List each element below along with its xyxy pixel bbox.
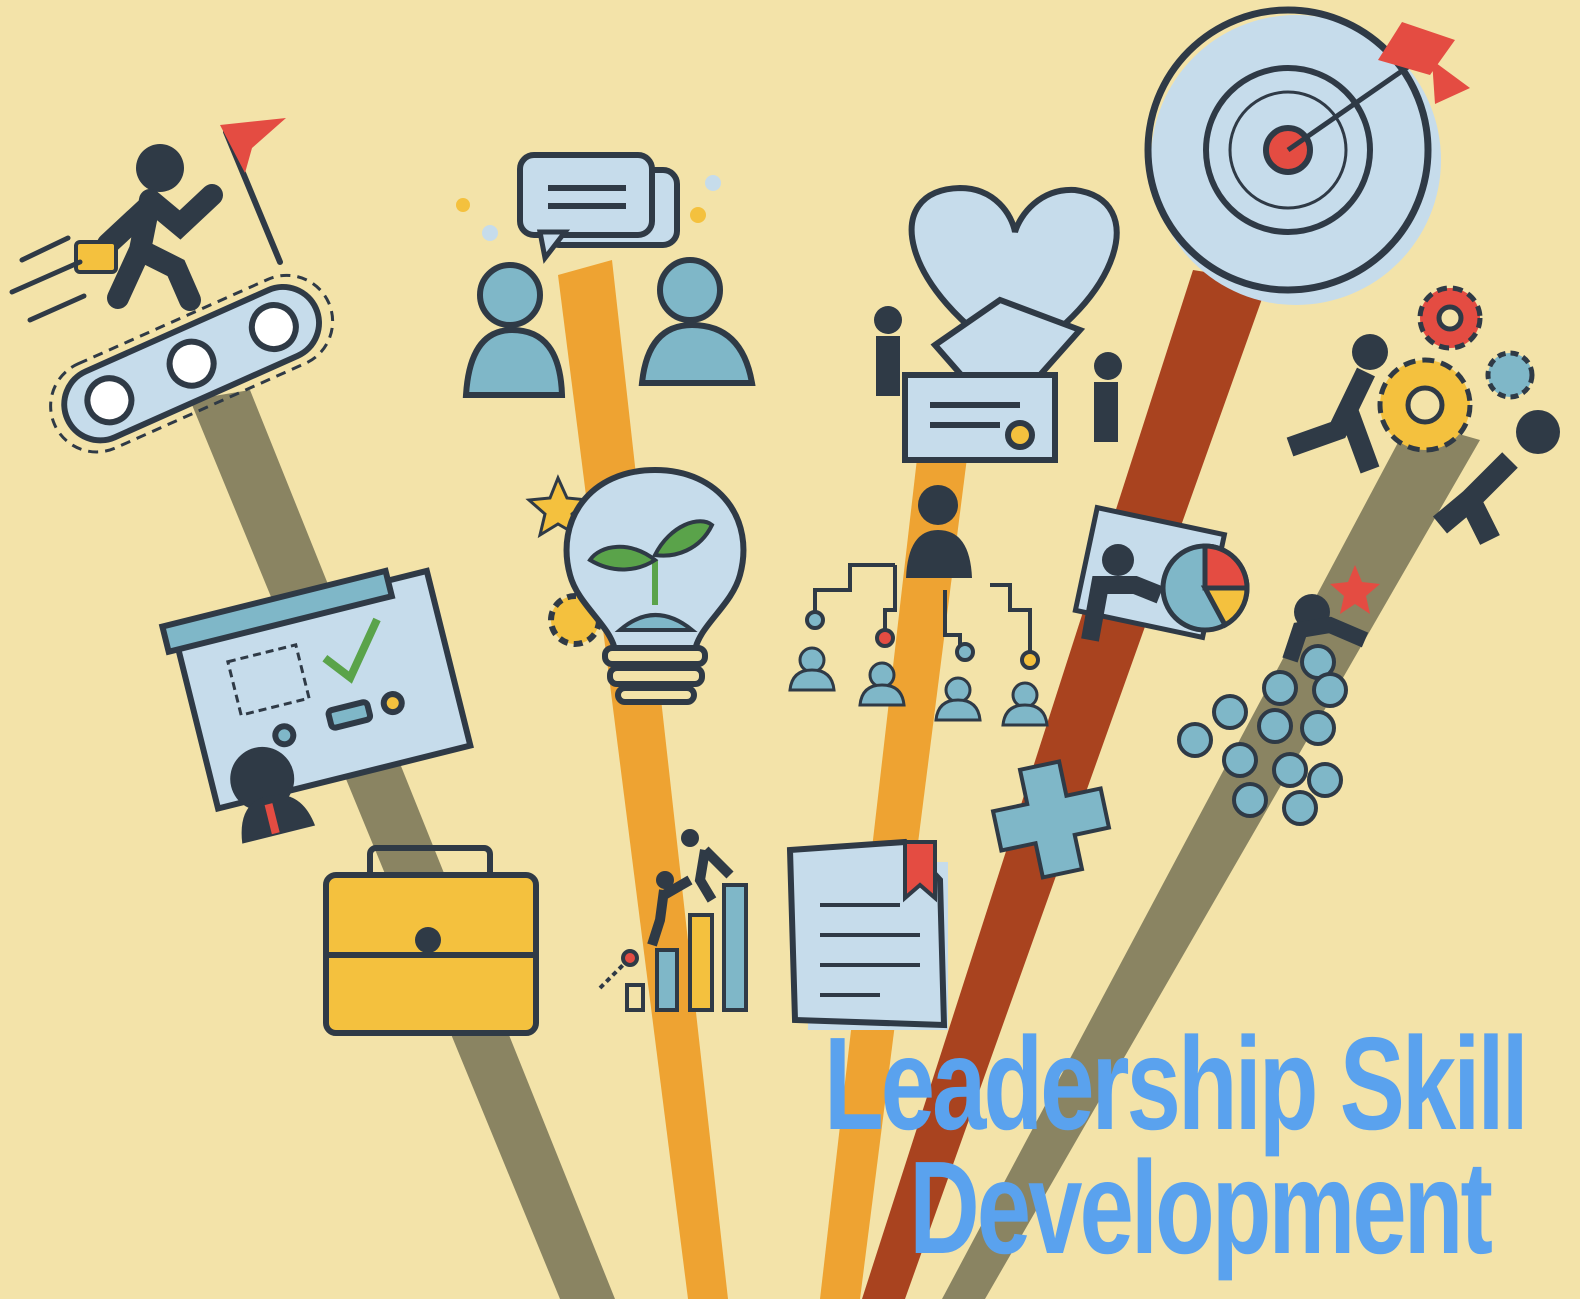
speech-bubble-icon [456, 152, 721, 264]
poster-title: Leadership Skill Development [824, 1010, 1529, 1281]
title-line-1: Leadership Skill [824, 1010, 1529, 1157]
gears-team-icon [1286, 285, 1560, 545]
org-chart-icon [788, 485, 1049, 727]
presentation-pie-icon [1072, 504, 1250, 642]
crowd-star-icon [1177, 565, 1380, 826]
plan-chart-icon [158, 567, 474, 844]
conveyor-icon [49, 273, 335, 454]
runner-flag-icon [9, 118, 286, 323]
briefcase-icon [323, 845, 539, 1036]
document-bookmark-icon [786, 838, 948, 1030]
title-line-2: Development [909, 1134, 1493, 1281]
discussion-people-icon [462, 257, 756, 398]
handshake-heart-icon [874, 184, 1122, 463]
plus-cross-icon [990, 759, 1112, 880]
lightbulb-plant-icon [525, 466, 747, 705]
growth-bars-icon [598, 829, 748, 1012]
target-arrow-icon [1144, 6, 1470, 305]
